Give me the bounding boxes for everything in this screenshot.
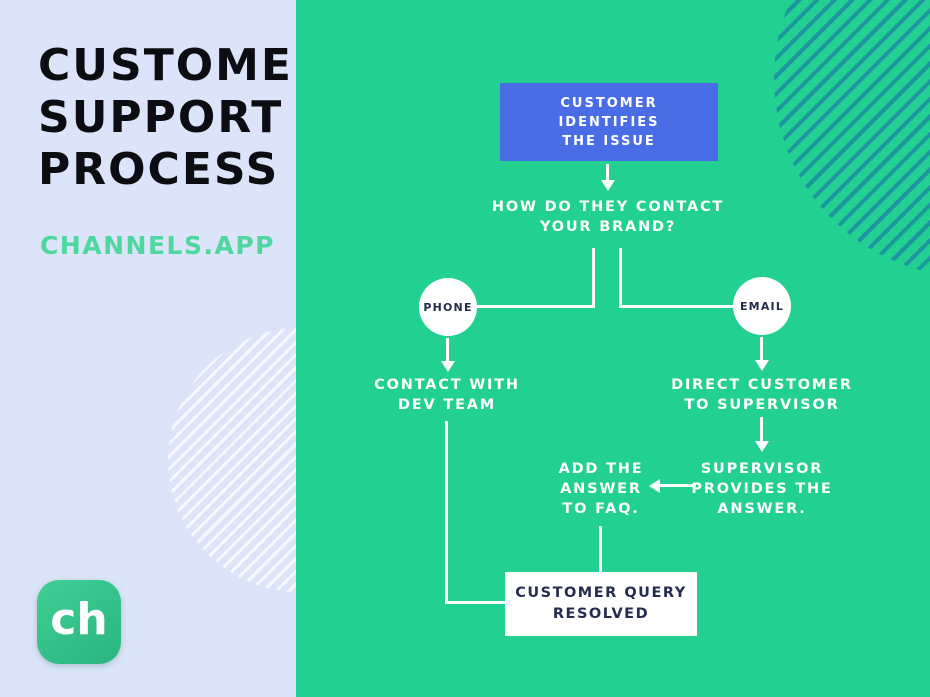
flow-node-text-line: RESOLVED bbox=[552, 606, 650, 622]
brand-name: CHANNELS.APP bbox=[40, 231, 275, 260]
arrow-start-to-question bbox=[606, 164, 609, 181]
connector-branch-right-vertical bbox=[619, 248, 622, 308]
flow-node-text-line: ADD THE bbox=[558, 461, 644, 477]
connector-branch-to-phone bbox=[477, 305, 595, 308]
flow-node-text-line: SUPERVISOR bbox=[700, 461, 824, 477]
flow-node-text-line: YOUR BRAND? bbox=[539, 219, 677, 235]
flow-node-phone: PHONE bbox=[419, 278, 477, 336]
arrow-email-to-supervisor bbox=[760, 337, 763, 361]
flow-node-email: EMAIL bbox=[733, 277, 791, 335]
flow-node-text-line: CUSTOMER QUERY bbox=[515, 585, 687, 601]
flow-node-customer-identifies-issue: CUSTOMER IDENTIFIES THE ISSUE bbox=[500, 83, 718, 161]
stripe-pattern-decoration bbox=[168, 328, 296, 592]
flow-node-text-line: TO FAQ. bbox=[562, 501, 640, 517]
flow-node-text-line: IDENTIFIES bbox=[558, 114, 660, 130]
flow-node-text-line: CONTACT WITH bbox=[374, 377, 520, 393]
flow-node-add-to-faq: ADD THE ANSWER TO FAQ. bbox=[521, 459, 681, 519]
page-title-line: SUPPORT bbox=[38, 92, 284, 143]
flow-node-text-line: ANSWER. bbox=[717, 501, 807, 517]
page-title-line: CUSTOMER bbox=[38, 40, 296, 91]
arrow-down-icon bbox=[754, 360, 769, 371]
flow-node-query-resolved: CUSTOMER QUERY RESOLVED bbox=[505, 572, 697, 636]
flow-node-text-line: ANSWER bbox=[560, 481, 642, 497]
arrow-down-icon bbox=[754, 441, 769, 452]
logo-text: ch bbox=[50, 594, 108, 645]
flow-node-text-line: CUSTOMER bbox=[560, 95, 658, 111]
arrow-answer-to-faq bbox=[659, 484, 696, 487]
flow-node-supervisor-answer: SUPERVISOR PROVIDES THE ANSWER. bbox=[672, 459, 852, 519]
connector-branch-left-vertical bbox=[592, 248, 595, 308]
flow-node-text-line: HOW DO THEY CONTACT bbox=[491, 199, 725, 215]
arrow-phone-to-dev bbox=[446, 338, 449, 362]
flow-node-text-line: DIRECT CUSTOMER bbox=[671, 377, 853, 393]
flow-node-contact-dev-team: CONTACT WITH DEV TEAM bbox=[347, 375, 547, 415]
connector-dev-to-resolved-horizontal bbox=[445, 601, 505, 604]
left-panel: CUSTOMER SUPPORT PROCESS CHANNELS.APP ch bbox=[0, 0, 296, 697]
flow-node-text-line: PROVIDES THE bbox=[691, 481, 833, 497]
arrow-left-icon bbox=[649, 478, 660, 493]
arrow-direct-to-answer bbox=[760, 417, 763, 442]
flow-node-text-line: DEV TEAM bbox=[397, 397, 497, 413]
flow-node-direct-to-supervisor: DIRECT CUSTOMER TO SUPERVISOR bbox=[662, 375, 862, 415]
flow-node-text-line: PHONE bbox=[423, 300, 473, 314]
stripe-pattern-decoration bbox=[774, 0, 930, 277]
connector-faq-to-resolved bbox=[599, 526, 602, 572]
connector-branch-to-email bbox=[619, 305, 735, 308]
flow-node-how-contact-brand: HOW DO THEY CONTACT YOUR BRAND? bbox=[458, 197, 758, 237]
channels-app-logo-icon: ch bbox=[37, 580, 121, 664]
arrow-down-icon bbox=[440, 361, 455, 372]
arrow-down-icon bbox=[600, 180, 615, 191]
flow-node-text-line: EMAIL bbox=[739, 299, 785, 313]
page-title-line: PROCESS bbox=[38, 144, 280, 195]
page-title: CUSTOMER SUPPORT PROCESS bbox=[38, 40, 296, 196]
flow-node-text-line: TO SUPERVISOR bbox=[684, 397, 840, 413]
connector-dev-to-resolved-vertical bbox=[445, 421, 448, 604]
flow-node-text-line: THE ISSUE bbox=[562, 133, 656, 149]
